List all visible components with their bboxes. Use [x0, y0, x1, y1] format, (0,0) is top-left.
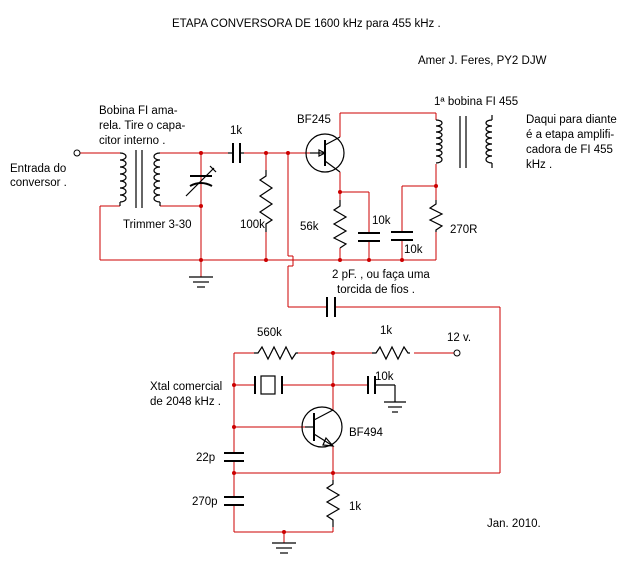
res-270r-label: 270R	[450, 224, 478, 236]
yellow-if-coil	[119, 150, 161, 208]
cap-10k-a	[358, 232, 380, 242]
output-label-line4: kHz .	[526, 159, 552, 171]
ground-symbol-3	[272, 542, 296, 554]
cap-10k-osc-label: 10k	[375, 371, 394, 383]
date-label: Jan. 2010.	[487, 518, 541, 530]
cap-22p-label: 22p	[196, 452, 215, 464]
coil-yellow-label-line2: rela. Tire o capa-	[99, 120, 185, 132]
coupling-cap-label-line1: 2 pF. , ou faça uma	[332, 269, 430, 281]
wiring	[80, 112, 501, 543]
cap-1k-label: 1k	[230, 125, 242, 137]
res-100k	[258, 170, 274, 232]
res-1k-emitter-label: 1k	[349, 501, 361, 513]
cap-270p-label: 270p	[192, 496, 218, 508]
output-label-line2: é a etapa amplifi-	[526, 129, 614, 141]
coil-455-label: 1ª bobina FI 455	[434, 96, 518, 108]
trimmer-label: Trimmer 3-30	[123, 219, 192, 231]
cap-22p	[224, 452, 244, 462]
res-560k-label: 560k	[257, 327, 282, 339]
input-label-line1: Entrada do	[10, 163, 66, 175]
input-terminal	[73, 149, 81, 157]
output-label-line3: cadora de FI 455	[526, 144, 613, 156]
res-56k	[332, 200, 348, 249]
ground-symbol-2	[384, 401, 406, 413]
res-560k	[254, 345, 298, 361]
coil-yellow-label-line3: citor interno .	[99, 135, 165, 147]
author-credit: Amer J. Feres, PY2 DJW	[418, 55, 547, 67]
schematic-title: ETAPA CONVERSORA DE 1600 kHz para 455 kH…	[172, 18, 441, 30]
cap-270p	[224, 496, 244, 506]
res-1k-top-label: 1k	[380, 325, 392, 337]
cap-1k	[228, 143, 244, 163]
fet-bf245	[305, 133, 345, 173]
bjt-bf494	[301, 406, 343, 448]
if-455-coil	[435, 115, 493, 168]
supply-label: 12 v.	[447, 332, 471, 344]
res-270r	[428, 200, 444, 232]
coupling-cap-2pf	[326, 297, 336, 317]
coil-yellow-label-line1: Bobina FI ama-	[99, 105, 178, 117]
junction-dots	[199, 151, 438, 534]
crystal-2048khz	[254, 375, 283, 395]
cap-10k-b	[391, 231, 413, 241]
xtal-label-line1: Xtal comercial	[150, 381, 222, 393]
coupling-cap-label-line2: torcida de fios .	[337, 284, 415, 296]
bjt-label: BF494	[349, 427, 383, 439]
res-100k-label: 100k	[240, 219, 265, 231]
fet-label: BF245	[297, 114, 331, 126]
cap-10k-a-label: 10k	[372, 215, 391, 227]
res-1k-emitter	[325, 480, 341, 527]
supply-terminal	[453, 349, 461, 357]
cap-10k-osc	[367, 376, 396, 402]
cap-10k-b-label: 10k	[404, 244, 423, 256]
trimmer-capacitor	[185, 165, 217, 197]
input-label-line2: conversor .	[10, 177, 67, 189]
xtal-label-line2: de 2048 kHz .	[150, 396, 221, 408]
res-1k-top	[372, 345, 410, 361]
output-label-line1: Daqui para diante	[526, 114, 617, 126]
res-56k-label: 56k	[300, 221, 319, 233]
ground-symbol-1	[189, 276, 213, 288]
